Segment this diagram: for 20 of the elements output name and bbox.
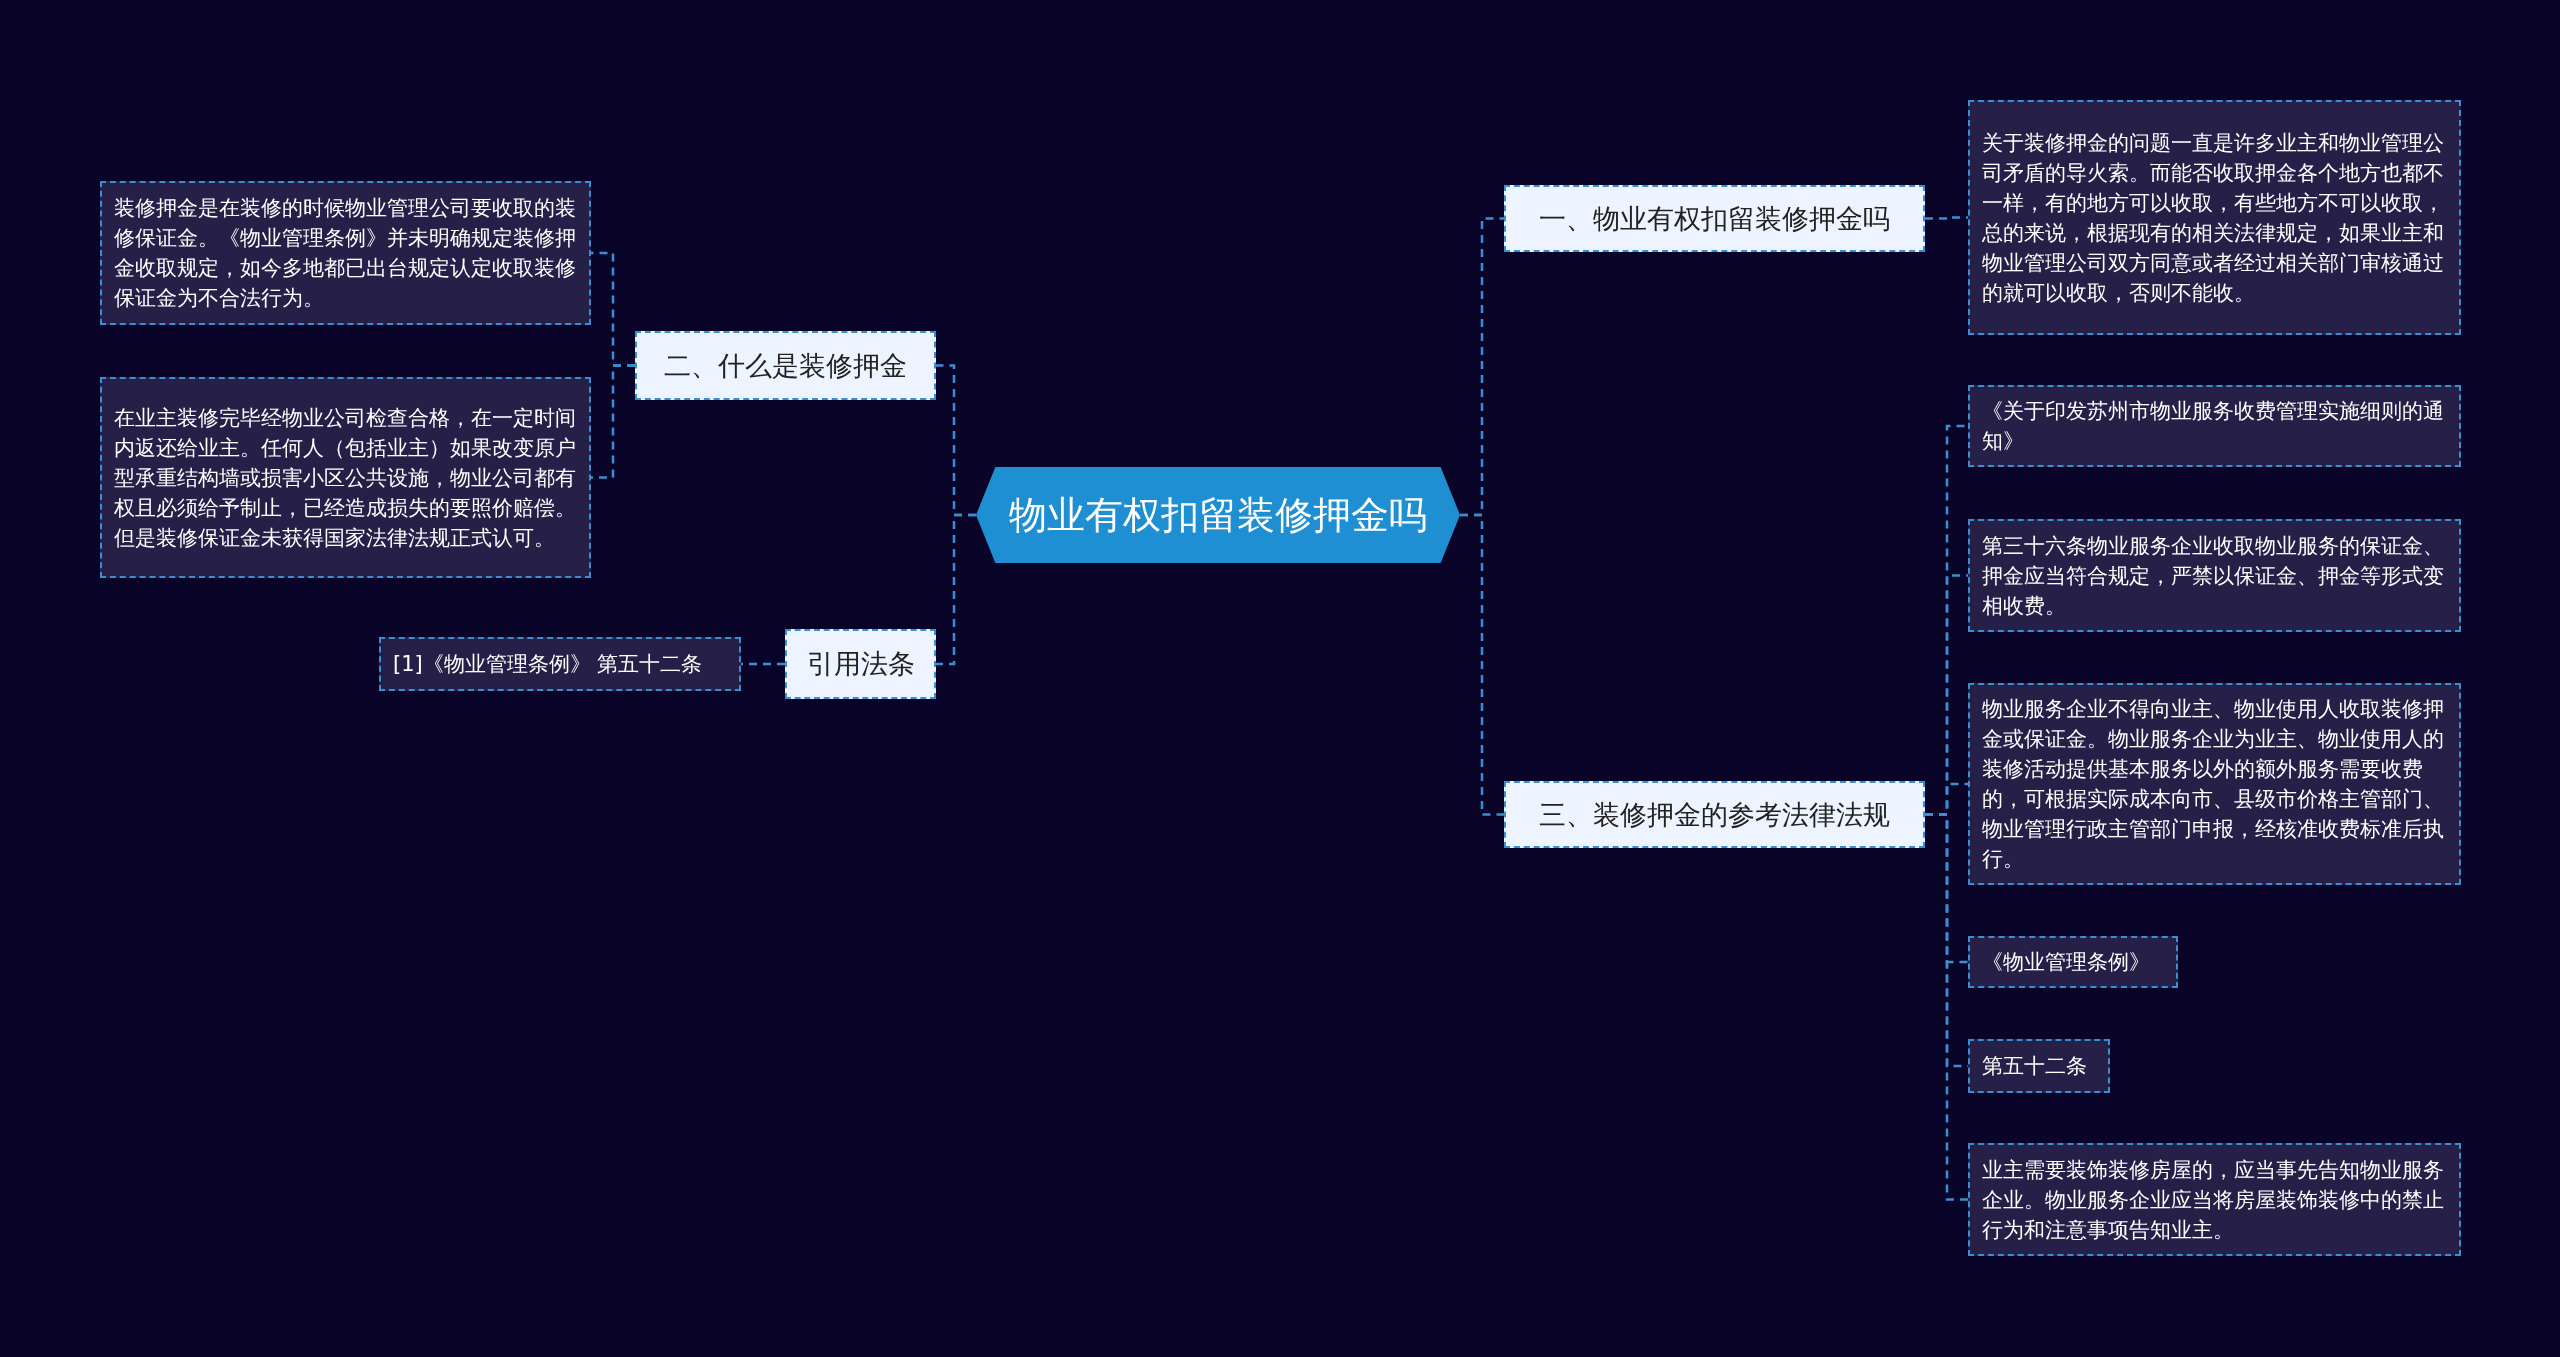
topic-box: 二、什么是装修押金 (635, 331, 936, 400)
connector-line (741, 662, 785, 666)
connector-line (1460, 513, 1504, 816)
text-card: 《物业管理条例》 (1968, 936, 2178, 988)
text-card: 第五十二条 (1968, 1039, 2110, 1093)
topic-box: 三、装修押金的参考法律法规 (1504, 781, 1925, 848)
text-card: [1]《物业管理条例》 第五十二条 (379, 637, 741, 691)
topic-box: 一、物业有权扣留装修押金吗 (1504, 185, 1925, 252)
text-card: 《关于印发苏州市物业服务收费管理实施细则的通知》 (1968, 385, 2461, 467)
text-card: 物业服务企业不得向业主、物业使用人收取装修押金或保证金。物业服务企业为业主、物业使用人的装修活动提供基本服务以外的额外服务需要收费的，可根据实际成本向市、县级市价格主管部门、物业管理行政主管部门申报，经核准收费标准后执行。 (1968, 683, 2461, 885)
text-card: 业主需要装饰装修房屋的，应当事先告知物业服务企业。物业服务企业应当将房屋装饰装修中的禁止行为和注意事项告知业主。 (1968, 1143, 2461, 1256)
topic-box: 引用法条 (785, 629, 936, 699)
text-card: 在业主装修完毕经物业公司检查合格，在一定时间内返还给业主。任何人（包括业主）如果改变原户型承重结构墙或损害小区公共设施，物业公司都有权且必须给予制止，已经造成损失的要照价赔偿。但是装修保证金未获得国家法律法规正式认可。 (100, 377, 591, 578)
text-card: 第三十六条物业服务企业收取物业服务的保证金、押金应当符合规定，严禁以保证金、押金等形式变相收费。 (1968, 519, 2461, 632)
connector-line (936, 513, 976, 666)
text-card: 装修押金是在装修的时候物业管理公司要收取的装修保证金。《物业管理条例》并未明确规定装修押金收取规定，如今多地都已出台规定认定收取装修保证金为不合法行为。 (100, 181, 591, 325)
connector-line (1925, 216, 1968, 220)
connector-line (1925, 813, 1968, 1201)
central-topic: 物业有权扣留装修押金吗 (976, 467, 1460, 563)
text-card: 关于装修押金的问题一直是许多业主和物业管理公司矛盾的导火索。而能否收取押金各个地方也都不一样，有的地方可以收取，有些地方不可以收取，总的来说，根据现有的相关法律规定，如果业主和物业管理公司双方同意或者经过相关部门审核通过的就可以收取，否则不能收。 (1968, 100, 2461, 335)
